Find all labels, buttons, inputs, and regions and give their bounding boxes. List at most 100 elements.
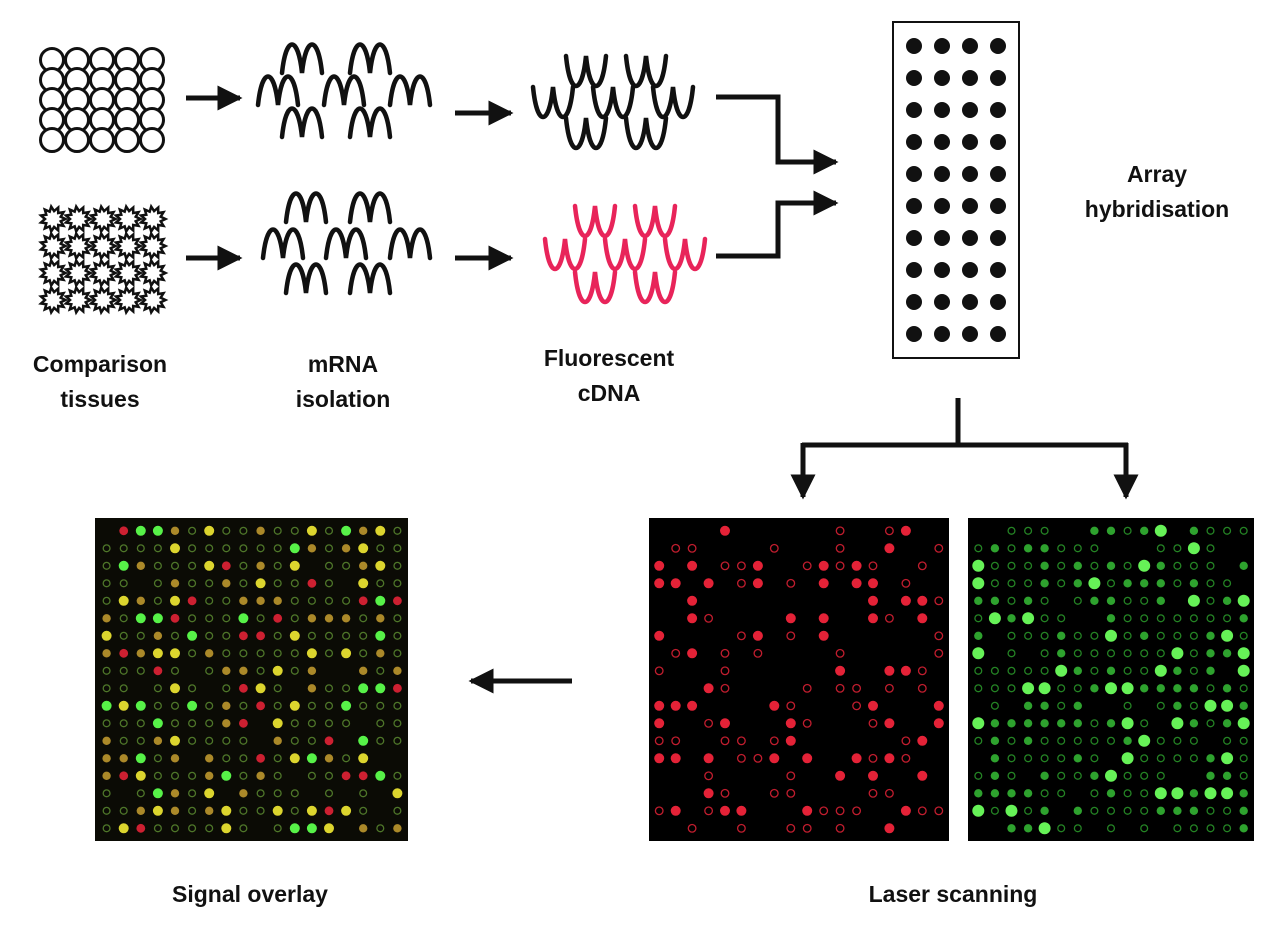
scan-green-spot (972, 559, 985, 572)
scan-red-spot (884, 788, 894, 798)
scan-red-spot (654, 736, 664, 746)
mrna-strand (347, 262, 393, 296)
overlay-spot (307, 578, 317, 588)
array-spot (906, 134, 922, 150)
scan-red-spot (704, 806, 714, 816)
scan-red-spot (670, 753, 681, 764)
array-spot (990, 38, 1006, 54)
scan-red-spot (769, 700, 780, 711)
overlay-spot (359, 789, 368, 798)
scan-red-spot (917, 561, 927, 571)
overlay-spot (188, 736, 197, 745)
array-spot (990, 294, 1006, 310)
scan-green-spot (1024, 631, 1033, 640)
array-spot (962, 230, 978, 246)
mrna-isolation-label: mRNA isolation (243, 347, 443, 417)
mrna-strand (279, 106, 325, 140)
scan-green-spot (1022, 682, 1035, 695)
overlay-spot (136, 631, 145, 640)
scan-green-spot (1239, 684, 1248, 693)
scan-green-spot (1140, 684, 1149, 693)
array-spot (962, 166, 978, 182)
overlay-spot (188, 526, 197, 535)
scan-green-spot (1123, 701, 1132, 710)
cell-spiky (113, 203, 144, 235)
overlay-spot (307, 631, 316, 640)
overlay-spot (136, 789, 145, 798)
scan-green-spot (1090, 736, 1099, 745)
scan-green-spot (1073, 666, 1083, 675)
scan-green-spot (1105, 682, 1117, 695)
cdna-strand (590, 84, 636, 120)
scan-green-spot (1040, 561, 1049, 570)
overlay-spot (205, 824, 214, 833)
scan-green-spot (1123, 649, 1132, 658)
cdna-strand (650, 84, 696, 120)
scan-green-spot (1204, 699, 1217, 712)
mrna-strand (279, 42, 325, 76)
overlay-spot (342, 631, 351, 640)
overlay-spot (188, 806, 197, 815)
overlay-spot (102, 806, 111, 815)
scan-red-spot (654, 806, 664, 816)
overlay-spot (205, 771, 214, 780)
overlay-spot (221, 770, 232, 781)
scan-red-spot (884, 665, 895, 676)
scan-green-spot (1206, 579, 1215, 588)
overlay-spot (307, 596, 316, 605)
scan-green-spot (1222, 596, 1232, 605)
overlay-spot (255, 683, 266, 694)
array-spot (934, 134, 950, 150)
cdna-strand-fluorescent (632, 203, 678, 239)
scan-green-spot (1222, 719, 1232, 728)
scan-red-spot (818, 613, 829, 624)
array-spot (934, 70, 950, 86)
overlay-spot (188, 614, 197, 623)
scan-red-spot (687, 648, 698, 659)
overlay-spot (188, 579, 197, 588)
scan-red-spot (670, 700, 681, 711)
cell-circle (64, 127, 90, 153)
overlay-spot (375, 560, 386, 571)
overlay-spot (239, 789, 248, 798)
cell-spiky (138, 257, 169, 289)
overlay-spot (324, 526, 334, 535)
comparison-tissues-label: Comparison tissues (0, 347, 200, 417)
overlay-spot (238, 613, 249, 624)
overlay-spot (375, 525, 386, 536)
mrna-isolation-line1: mRNA (307, 351, 379, 377)
scan-red-spot (769, 753, 780, 764)
overlay-spot (135, 613, 146, 624)
scan-red-spot (720, 805, 730, 816)
overlay-spot (324, 631, 334, 640)
overlay-spot (307, 614, 317, 623)
cdna-strand (563, 115, 609, 151)
overlay-spot (205, 754, 214, 763)
scan-green-spot (990, 719, 1000, 728)
cdna-strand (563, 53, 609, 89)
scan-green-spot (1024, 806, 1033, 815)
scan-green-spot (1189, 806, 1199, 815)
scan-green-spot (1073, 544, 1082, 553)
overlay-spot (118, 700, 129, 711)
scan-green-spot (1057, 684, 1066, 693)
overlay-spot (222, 666, 231, 675)
scan-green-spot (1007, 666, 1016, 675)
array-spot (934, 326, 950, 342)
scan-red-spot (703, 683, 714, 694)
array-spot (934, 294, 950, 310)
scan-red-spot (900, 665, 911, 676)
overlay-spot (289, 700, 300, 711)
scan-red-spot (736, 561, 746, 571)
scan-green-spot (1123, 666, 1132, 675)
overlay-spot (187, 630, 198, 641)
scan-red-spot (786, 823, 796, 833)
cell-spiky (138, 284, 169, 316)
scan-green-spot (1171, 787, 1184, 800)
scan-green-spot (1073, 719, 1083, 728)
scan-red-spot (934, 648, 944, 658)
array-spot (906, 262, 922, 278)
overlay-spot (119, 614, 128, 623)
scan-green-spot (1090, 771, 1099, 780)
overlay-spot (376, 544, 385, 553)
